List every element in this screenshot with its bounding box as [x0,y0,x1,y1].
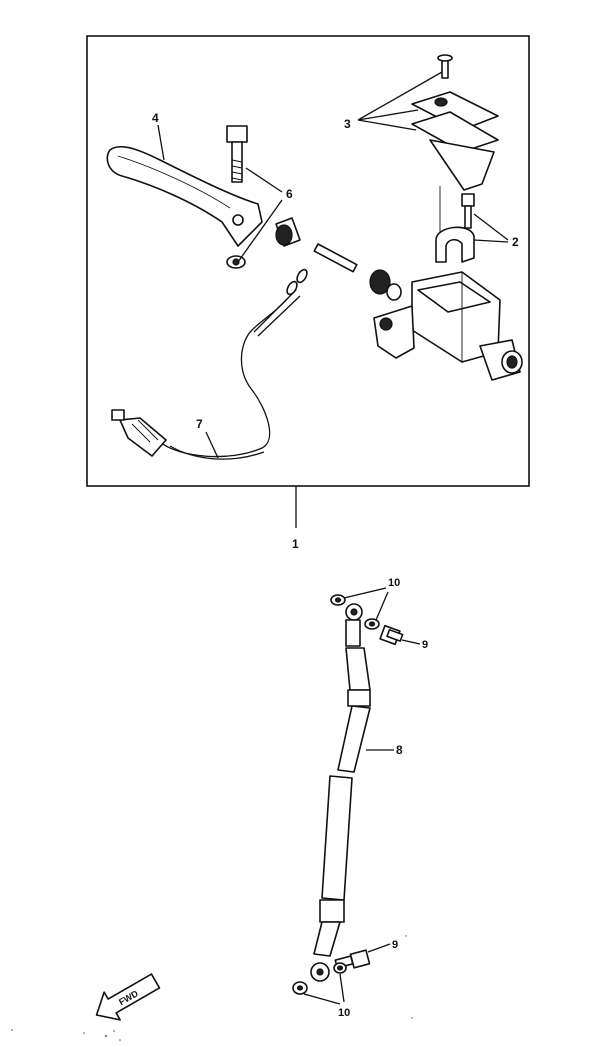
callout-2: 2 [512,235,519,249]
leader-3a [357,71,443,121]
scan-noise [11,935,413,1041]
leader-4 [157,124,165,161]
master-cylinder [373,271,523,381]
leader-2a [473,213,509,241]
pivot-bolt [226,125,248,183]
leader-10b-1 [303,993,341,1005]
fwd-arrow: FWD [95,973,161,1021]
callout-3: 3 [344,117,351,131]
callout-10-top: 10 [388,577,400,589]
leader-9a [401,639,421,645]
leader-3c [357,119,417,131]
callout-10-bottom: 10 [338,1007,350,1019]
washers-top [330,594,380,630]
callout-7: 7 [196,417,203,431]
collar-pushrod [275,217,402,301]
brake-lever [106,145,263,269]
washers-bottom [292,962,347,995]
union-bolt-top [379,624,404,646]
leader-9b [367,943,391,953]
assembly-frame [86,35,530,487]
callout-1: 1 [292,537,299,551]
leader-7 [205,431,219,459]
callout-9-bottom: 9 [392,939,398,951]
callout-6: 6 [286,187,293,201]
leader-2b [473,239,509,243]
brake-switch [111,268,308,460]
callout-9-top: 9 [422,639,428,651]
leader-6b [237,199,283,263]
leader-10a-2 [375,591,389,621]
leader-10b-2 [339,973,345,1003]
brake-hose [310,603,371,982]
reservoir-cap [411,54,499,232]
leader-10a-1 [343,587,387,599]
callout-4: 4 [152,111,159,125]
leader-6a [245,167,283,193]
clamp-bolts [435,193,475,263]
callout-8: 8 [396,743,403,757]
leader-3b [357,109,419,121]
